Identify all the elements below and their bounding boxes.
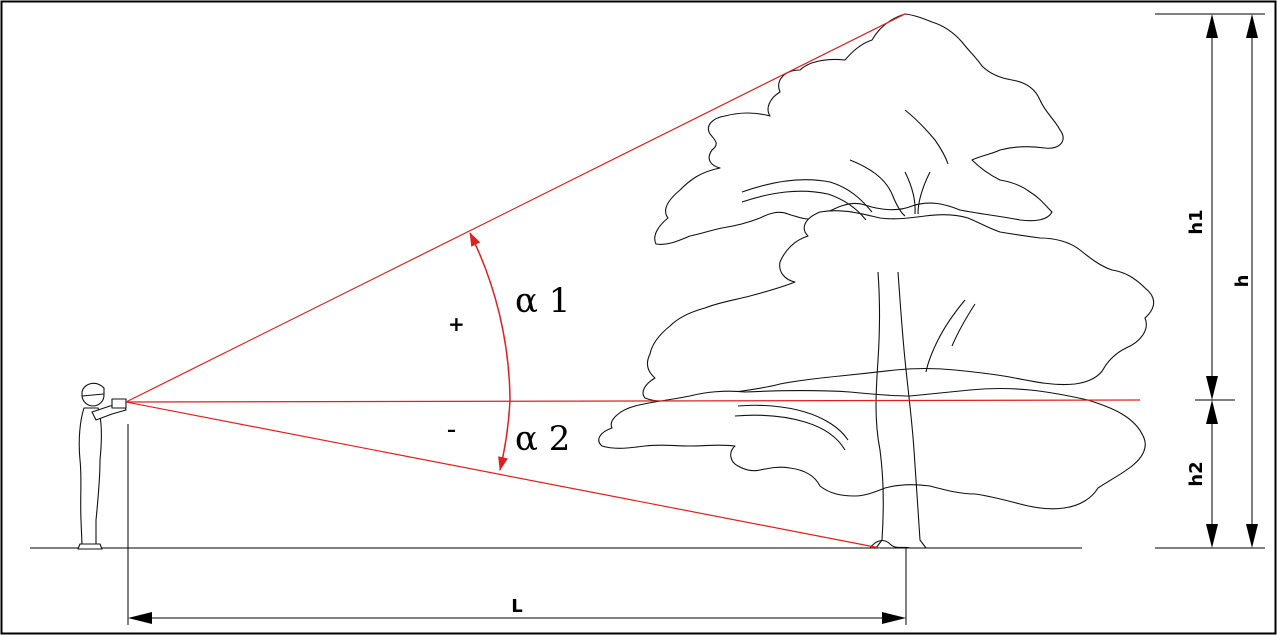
dim-h1-arrow-top (1206, 14, 1218, 38)
dim-L-arrow-right (882, 612, 906, 624)
label-h2: h2 (1186, 461, 1207, 486)
label-h1: h1 (1186, 209, 1207, 234)
angle-arc-alpha1 (469, 232, 511, 401)
label-plus: + (448, 312, 465, 336)
label-L: L (511, 596, 522, 617)
label-alpha1: α 1 (515, 281, 570, 321)
dim-h2-arrow-top (1206, 400, 1218, 424)
dim-h-arrow-bottom (1246, 524, 1258, 548)
dim-L-arrow-left (128, 612, 152, 624)
sight-line-top (125, 13, 906, 403)
person-with-clinometer-icon (77, 382, 127, 550)
label-minus: – (447, 420, 456, 441)
sight-line-base (125, 401, 881, 549)
label-h: h (1232, 275, 1253, 288)
dim-h1-arrow-bottom (1206, 376, 1218, 400)
dim-h2-arrow-bottom (1206, 524, 1218, 548)
tree-icon (598, 13, 1155, 549)
label-alpha2: α 2 (515, 419, 570, 459)
angle-arc-alpha2 (498, 399, 511, 471)
sight-line-horizontal (125, 399, 1141, 403)
dim-h-arrow-top (1246, 14, 1258, 38)
